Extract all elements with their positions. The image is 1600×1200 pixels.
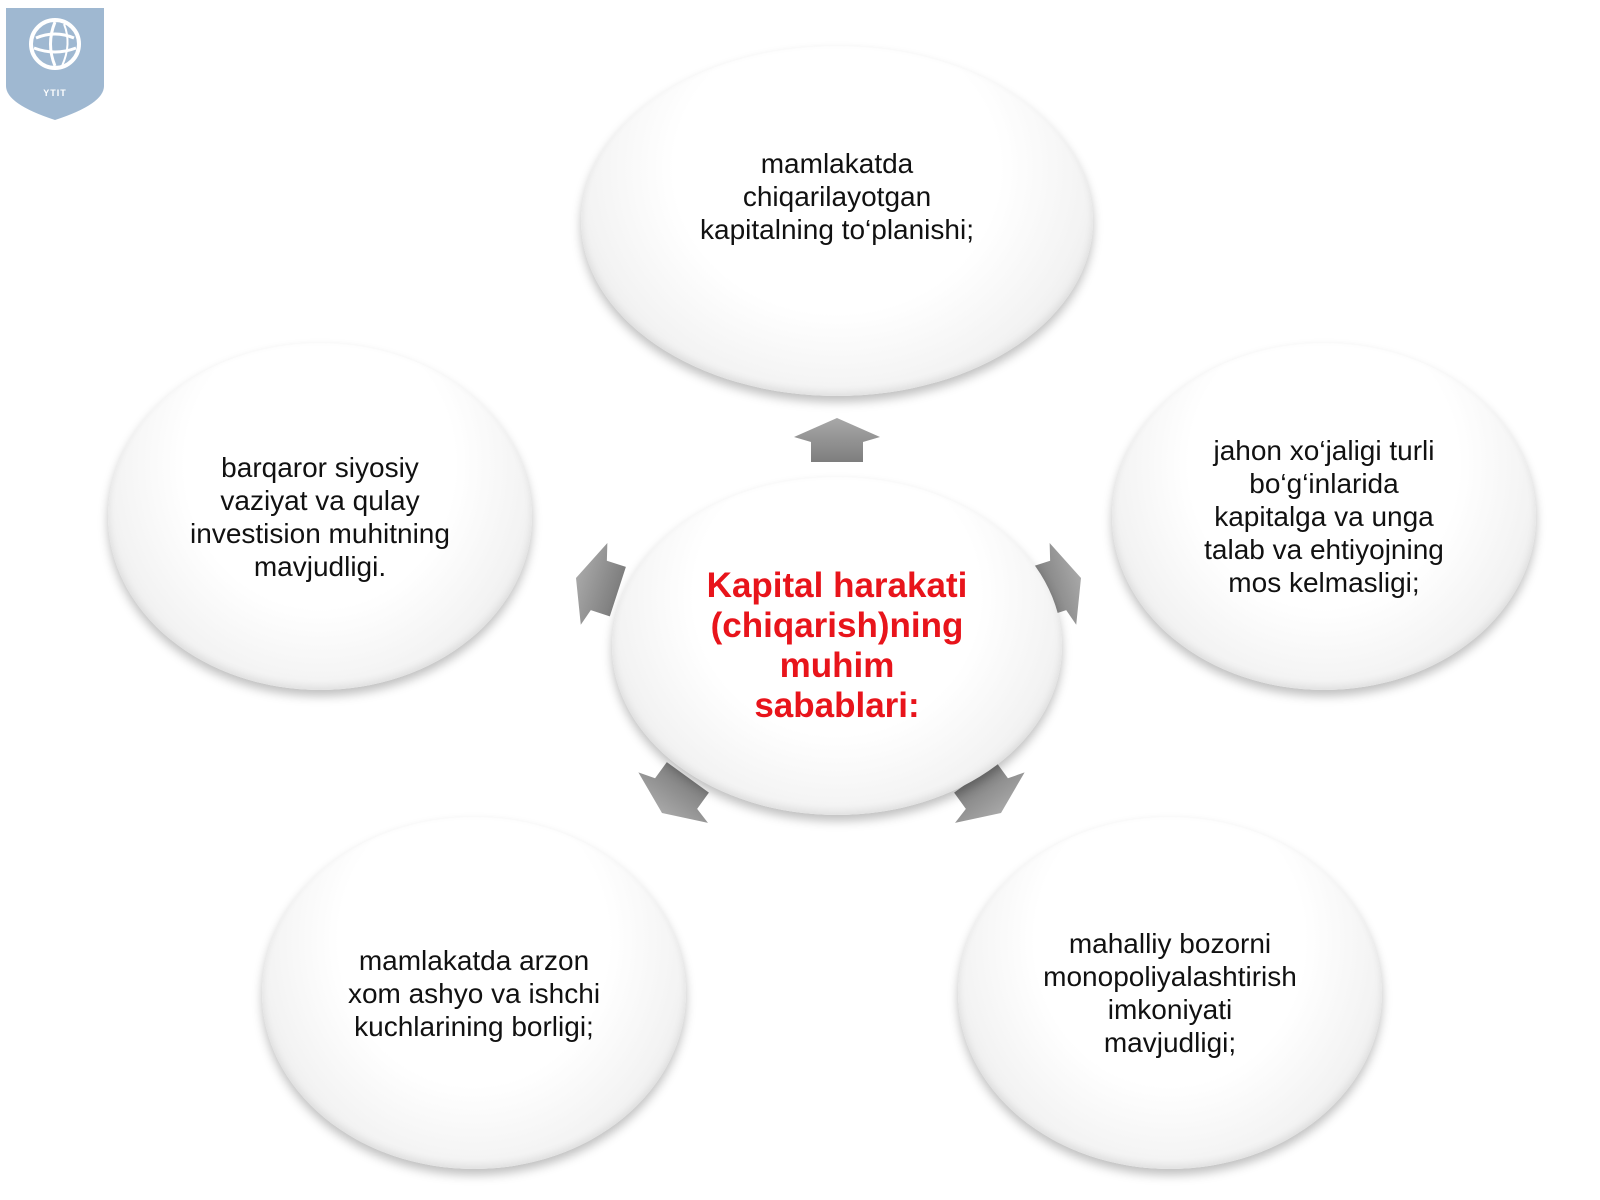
node-right-text: jahon xo‘jaligi turli bo‘g‘inlarida kapi… [1204,434,1444,599]
arrow-up-icon [794,418,880,462]
node-bottom-left-text: mamlakatda arzon xom ashyo va ishchi kuc… [348,944,600,1043]
center-title-line: (chiqarish)ning [710,606,964,645]
node-line: mahalliy bozorni [1068,928,1272,959]
node-line: mamlakatda [760,147,914,179]
logo-text: YTIT [43,88,67,98]
node-top-text: mamlakatda chiqarilayotgan kapitalning t… [700,147,974,246]
node-line: mamlakatda arzon [358,944,590,976]
node-left-text: barqaror siyosiy vaziyat va qulay invest… [190,451,450,583]
node-left: barqaror siyosiy vaziyat va qulay invest… [108,343,532,690]
node-right: jahon xo‘jaligi turli bo‘g‘inlarida kapi… [1112,343,1536,690]
center-title-line: Kapital harakati [706,566,968,605]
center-bubble: Kapital harakati (chiqarish)ning muhim s… [612,477,1062,815]
node-line: kuchlarining borligi; [354,1010,594,1042]
node-line: investision muhitning [190,517,450,549]
node-line: talab va ehtiyojning [1204,534,1444,565]
node-bottom-right-text: mahalliy bozorni monopoliyalashtirish im… [1043,927,1297,1059]
center-title-line: muhim [779,646,895,685]
logo-shield-icon [6,8,104,120]
center-title-line: sabablari: [754,686,920,725]
node-line: chiqarilayotgan [742,180,932,212]
center-title: Kapital harakati (chiqarish)ning muhim s… [707,566,968,726]
node-line: mavjudligi; [1103,1027,1237,1058]
node-bottom-left: mamlakatda arzon xom ashyo va ishchi kuc… [262,817,686,1169]
node-line: bo‘g‘inlarida [1249,468,1399,499]
node-line: jahon xo‘jaligi turli [1213,435,1435,466]
ytit-logo: YTIT [6,8,104,120]
node-line: kapitalning to‘planishi; [700,213,974,245]
node-line: imkoniyati [1107,994,1233,1025]
node-line: xom ashyo va ishchi [347,977,601,1009]
node-line: mos kelmasligi; [1228,567,1420,598]
node-line: barqaror siyosiy [221,451,419,483]
node-line: kapitalga va unga [1214,501,1434,532]
node-bottom-right: mahalliy bozorni monopoliyalashtirish im… [958,817,1382,1169]
arrow-left-icon [576,542,626,625]
node-line: monopoliyalashtirish [1043,961,1297,992]
node-top: mamlakatda chiqarilayotgan kapitalning t… [581,46,1093,396]
node-line: mavjudligi. [253,550,387,582]
arrow-bottom-left-icon [638,762,709,823]
arrow-bottom-right-icon [954,762,1025,823]
node-line: vaziyat va qulay [220,484,420,516]
